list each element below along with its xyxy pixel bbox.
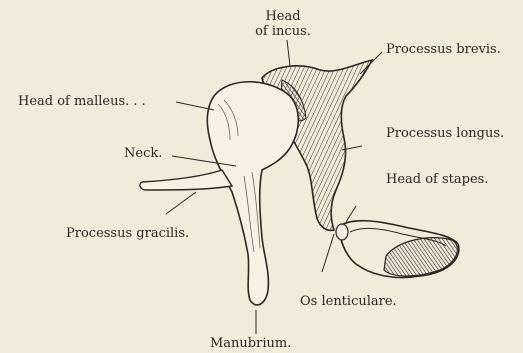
processus-brevis-label: Processus brevis.: [386, 42, 501, 57]
head-of-incus-line1: Head: [238, 9, 328, 24]
processus-gracilis-bone: [140, 170, 232, 190]
manubrium-label: Manubrium.: [210, 336, 291, 351]
head-of-incus-line2: of incus.: [238, 24, 328, 39]
neck-label: Neck.: [124, 146, 162, 161]
processus-longus-label: Processus longus.: [386, 126, 504, 141]
malleus-bone: [207, 82, 298, 305]
os-lenticulare-label: Os lenticulare.: [300, 294, 397, 309]
stapes-bone: [336, 221, 459, 278]
head-of-incus-label: Head of incus.: [238, 9, 328, 39]
head-of-malleus-label: Head of malleus. . .: [18, 94, 146, 109]
processus-gracilis-label: Processus gracilis.: [66, 226, 189, 241]
head-of-stapes-label: Head of stapes.: [386, 172, 488, 187]
